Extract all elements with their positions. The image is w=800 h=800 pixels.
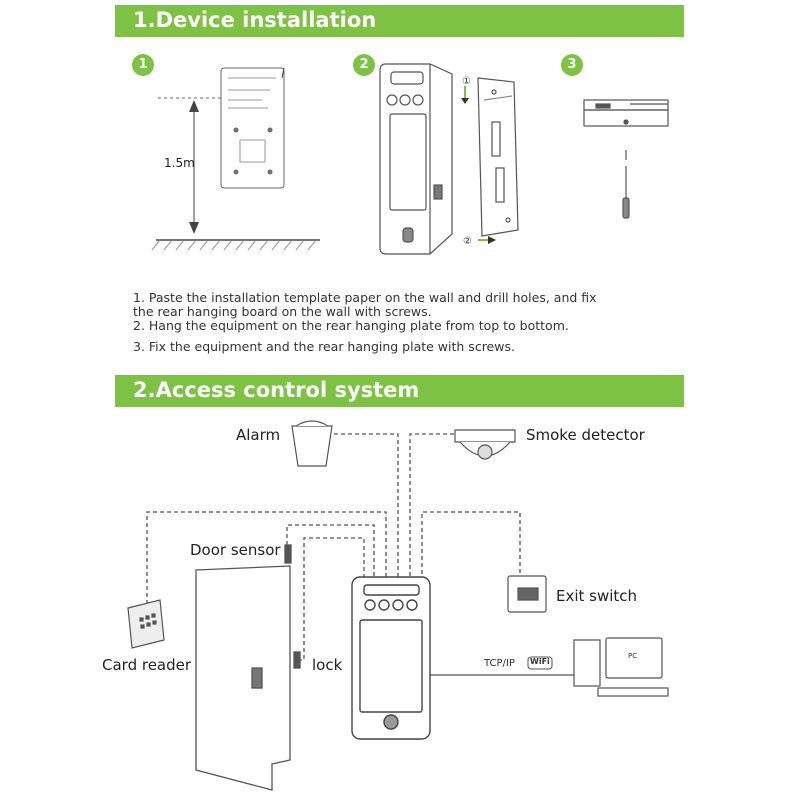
instruction-2: 2. Hang the equipment on the rear hangin… xyxy=(133,318,569,333)
door-sensor-label: Door sensor xyxy=(190,541,281,559)
pc-label: PC xyxy=(628,652,638,660)
screw-fix-illustration xyxy=(583,99,669,219)
step-badge-1: 1 xyxy=(132,54,154,76)
wifi-icon xyxy=(527,656,553,670)
door-illustration xyxy=(195,544,301,791)
section-banner-access-control: 2.Access control system xyxy=(115,375,684,407)
smoke-detector-label: Smoke detector xyxy=(526,426,645,444)
card-reader-label: Card reader xyxy=(102,656,192,674)
height-label: 1.5m xyxy=(164,156,195,170)
alarm-label: Alarm xyxy=(236,426,281,444)
arrow-step-1: ① xyxy=(462,76,471,87)
pc-icon xyxy=(573,637,669,697)
instruction-3: 3. Fix the equipment and the rear hangin… xyxy=(133,339,515,354)
card-reader-icon xyxy=(127,599,165,649)
section-title: 1.Device installation xyxy=(133,8,377,32)
wall-template-illustration xyxy=(151,67,320,251)
tcpip-label: TCP/IP xyxy=(484,658,515,669)
arrow-step-2: ② xyxy=(463,236,472,247)
access-device-illustration xyxy=(351,576,431,740)
section-banner-installation: 1.Device installation xyxy=(115,5,684,37)
smoke-detector-icon xyxy=(454,429,516,460)
alarm-icon xyxy=(291,420,333,467)
step-badge-2: 2 xyxy=(353,54,375,76)
wiring-lines xyxy=(146,433,521,661)
lock-label: lock xyxy=(312,656,343,674)
step-badge-3: 3 xyxy=(561,54,583,76)
wifi-label: WiFi xyxy=(530,657,550,666)
section-title: 2.Access control system xyxy=(133,378,420,402)
device-hanging-illustration xyxy=(379,63,519,255)
instruction-1: 1. Paste the installation template paper… xyxy=(133,290,597,319)
exit-switch-label: Exit switch xyxy=(556,587,638,605)
exit-switch-icon xyxy=(507,575,547,613)
